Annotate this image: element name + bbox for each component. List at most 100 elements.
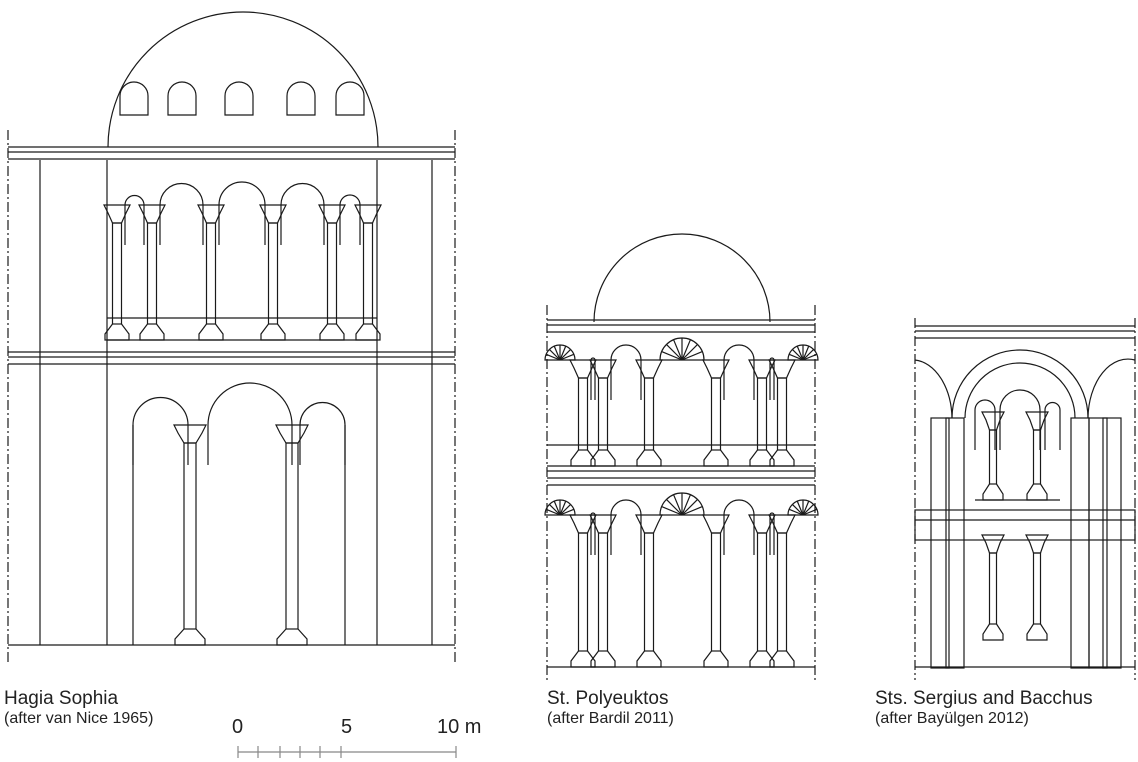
shell-rib bbox=[553, 500, 561, 516]
shell-rib bbox=[796, 345, 804, 361]
column-shaft bbox=[183, 442, 197, 630]
column-base bbox=[570, 449, 596, 467]
column-base bbox=[703, 449, 729, 467]
scale-bar bbox=[237, 746, 457, 758]
column-shaft bbox=[597, 532, 609, 652]
column-capital bbox=[635, 359, 663, 379]
dome-window bbox=[286, 81, 316, 116]
column-shaft bbox=[1032, 552, 1042, 625]
shell-rib bbox=[788, 353, 804, 361]
dome-window bbox=[167, 81, 197, 116]
column-shaft bbox=[577, 532, 589, 652]
column-shaft bbox=[710, 377, 722, 451]
caption-source: (after Bayülgen 2012) bbox=[875, 709, 1029, 727]
arcade-arch bbox=[723, 499, 755, 555]
caption-title: Sts. Sergius and Bacchus bbox=[875, 688, 1093, 709]
shell-rib bbox=[548, 348, 561, 361]
shell-rib bbox=[802, 353, 818, 361]
shell-rib bbox=[681, 344, 698, 361]
dome bbox=[107, 11, 379, 148]
shell-rib bbox=[559, 345, 567, 361]
column-shaft bbox=[362, 222, 374, 325]
column-base bbox=[104, 323, 130, 341]
gallery-cornice bbox=[914, 509, 1136, 541]
shell-rib bbox=[802, 500, 810, 516]
hagia-sophia-caption: Hagia Sophia (after van Nice 1965) bbox=[4, 688, 153, 728]
column-base bbox=[636, 650, 662, 668]
shell-rib bbox=[553, 345, 561, 361]
gallery-arch bbox=[124, 194, 145, 245]
great-arch bbox=[951, 349, 1089, 419]
shell-rib bbox=[559, 500, 567, 516]
column-base bbox=[590, 449, 616, 467]
pier bbox=[1102, 417, 1122, 669]
shell-rib bbox=[802, 348, 815, 361]
gallery-arch bbox=[280, 182, 325, 245]
shell-rib bbox=[666, 499, 683, 516]
gallery-arch bbox=[218, 181, 266, 245]
pier bbox=[945, 417, 965, 669]
column-base bbox=[319, 323, 345, 341]
shell-rib bbox=[796, 500, 804, 516]
column-base bbox=[1026, 483, 1048, 501]
column-shaft bbox=[756, 377, 768, 451]
caption-title: Hagia Sophia bbox=[4, 688, 119, 709]
column-shaft bbox=[577, 377, 589, 451]
shell-rib bbox=[681, 351, 703, 361]
column-shaft bbox=[776, 532, 788, 652]
column-capital bbox=[569, 514, 597, 534]
shell-rib bbox=[559, 508, 575, 516]
pier bbox=[1088, 417, 1108, 669]
gallery-arch bbox=[339, 194, 361, 245]
gallery-arch bbox=[999, 389, 1041, 450]
column-shaft bbox=[988, 429, 998, 485]
column-shaft bbox=[643, 377, 655, 451]
pier bbox=[1070, 417, 1090, 669]
column-shaft bbox=[111, 222, 123, 325]
side-arch bbox=[914, 359, 953, 419]
column-shaft bbox=[756, 532, 768, 652]
shell-rib bbox=[791, 503, 804, 516]
shell-rib bbox=[802, 345, 810, 361]
column-base bbox=[982, 623, 1004, 641]
column-base bbox=[749, 449, 775, 467]
shell-rib bbox=[559, 348, 572, 361]
column-base bbox=[590, 650, 616, 668]
shell-rib bbox=[788, 508, 804, 516]
gallery-arch bbox=[159, 182, 204, 245]
column-capital bbox=[197, 204, 225, 224]
shell-rib bbox=[802, 503, 815, 516]
side-arch bbox=[1087, 358, 1136, 419]
column-capital bbox=[768, 514, 796, 534]
shell-rib bbox=[559, 503, 572, 516]
shell-niche bbox=[659, 337, 705, 361]
column-shaft bbox=[776, 377, 788, 451]
shell-rib bbox=[681, 499, 698, 516]
column-shaft bbox=[146, 222, 158, 325]
column-capital bbox=[768, 359, 796, 379]
column-capital bbox=[569, 359, 597, 379]
dome-window bbox=[119, 81, 149, 116]
column-shaft bbox=[643, 532, 655, 652]
nave-arch bbox=[207, 382, 293, 465]
hagia-sophia-elevation bbox=[7, 11, 456, 665]
shell-rib bbox=[661, 351, 683, 361]
st-polyeuktos-elevation bbox=[544, 233, 819, 680]
column-capital bbox=[259, 204, 287, 224]
column-shaft bbox=[267, 222, 279, 325]
column-capital bbox=[981, 411, 1005, 431]
column-capital bbox=[173, 424, 207, 444]
scale-label-10: 10 m bbox=[437, 716, 482, 738]
column-capital bbox=[589, 514, 617, 534]
scale-label-0: 0 bbox=[232, 716, 244, 738]
great-arch bbox=[964, 362, 1076, 419]
dome-window bbox=[224, 81, 254, 116]
sergius-bacchus-caption: Sts. Sergius and Bacchus (after Bayülgen… bbox=[875, 688, 1093, 728]
column-capital bbox=[702, 514, 730, 534]
column-capital bbox=[748, 359, 776, 379]
column-capital bbox=[635, 514, 663, 534]
column-base bbox=[570, 650, 596, 668]
st-polyeuktos-caption: St. Polyeuktos (after Bardil 2011) bbox=[547, 688, 674, 728]
caption-source: (after van Nice 1965) bbox=[4, 709, 154, 727]
